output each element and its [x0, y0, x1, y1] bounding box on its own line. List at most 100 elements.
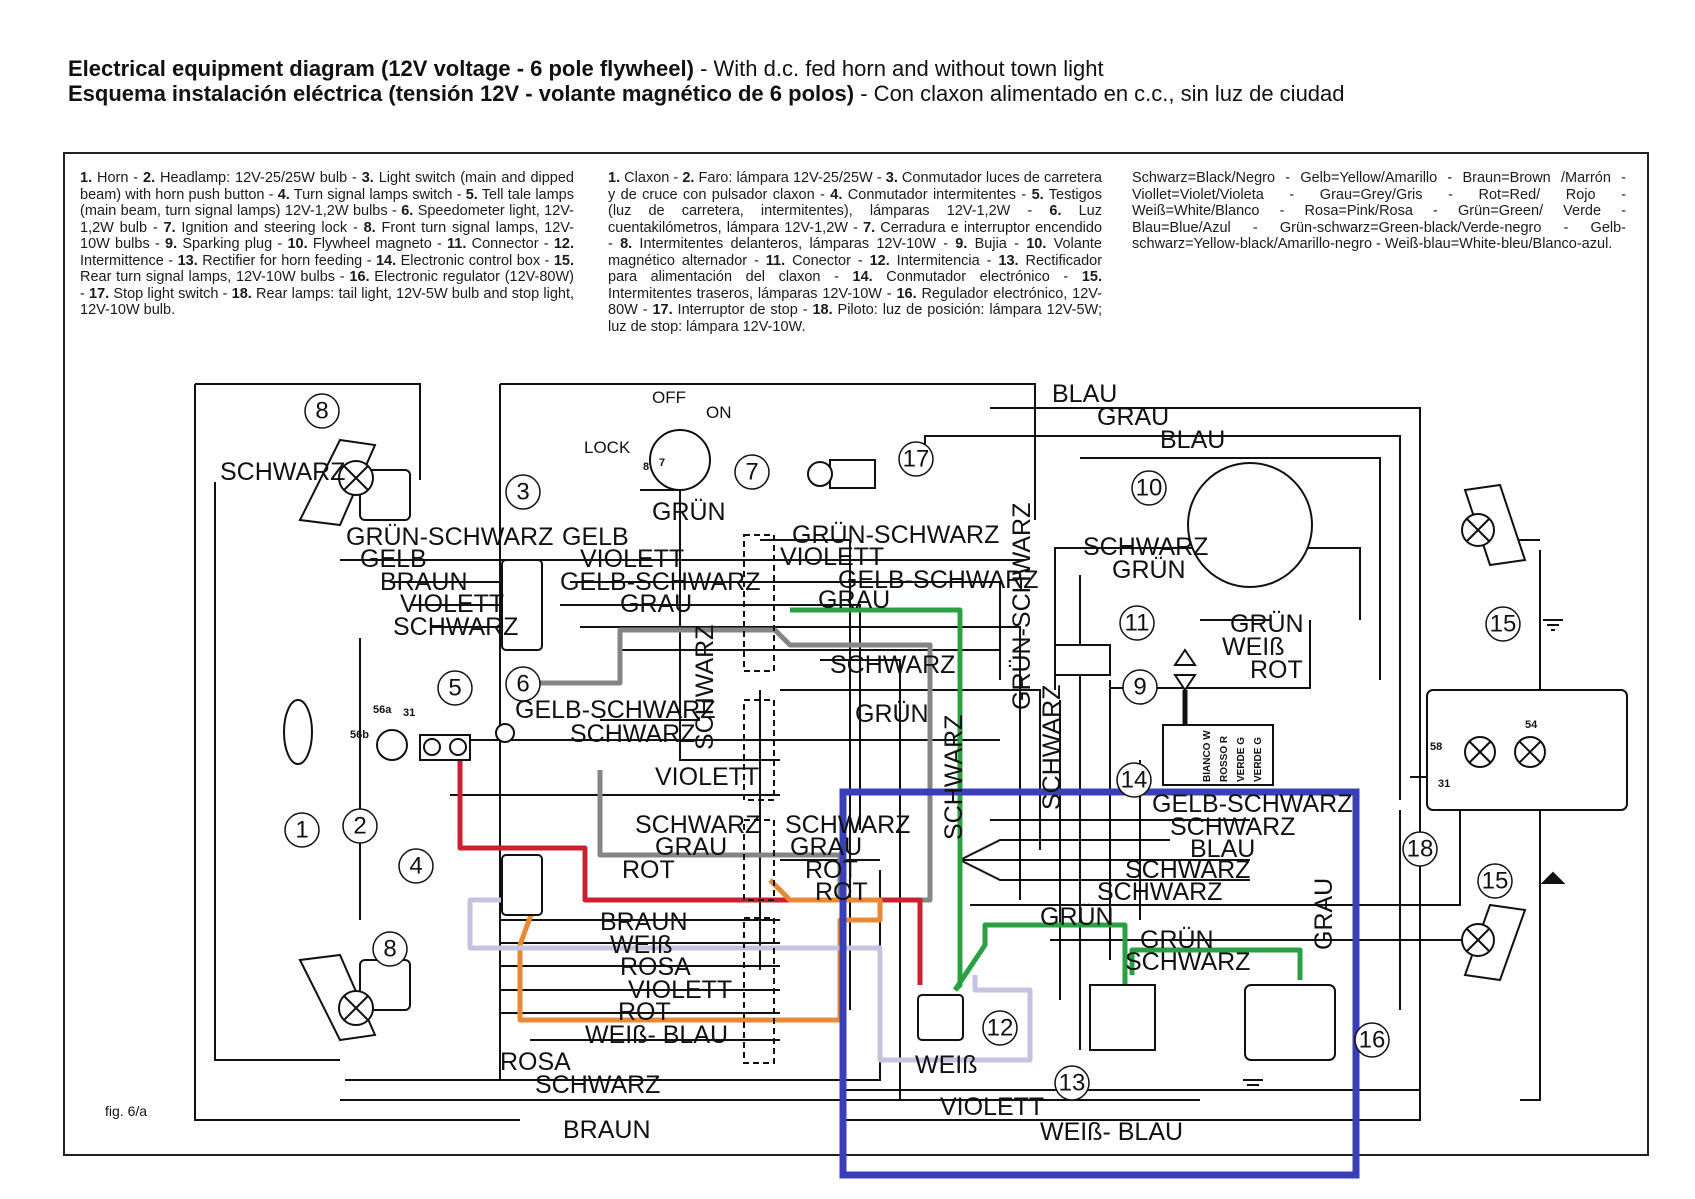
wire-label: GRAU	[655, 833, 727, 861]
legend-text: Testigos (luz de carretera, intermitente…	[608, 186, 1102, 220]
green-wire-3	[1129, 947, 1303, 980]
wire	[760, 539, 851, 1010]
green-wire-2	[952, 922, 1128, 992]
wire	[1110, 620, 1311, 689]
wire-label: BRAUN	[563, 1116, 651, 1144]
legend-number: 15.	[1081, 269, 1102, 285]
wire-label: GRÜN	[1140, 926, 1214, 954]
legend-number: 7.	[863, 219, 876, 236]
wire-label: WEIß- BLAU	[1040, 1118, 1183, 1146]
legend-text: Conector -	[785, 252, 870, 269]
legend-text: Faro: lámpara 12V-25/25W -	[694, 170, 886, 186]
callout-14: 14	[1116, 762, 1152, 798]
wire	[500, 383, 1036, 520]
legend-number: 1.	[80, 170, 93, 186]
legend-text: Conmutador electrónico -	[872, 269, 1082, 285]
wire	[840, 810, 1421, 1121]
legend-text: Intermitentes traseros, lámparas 12V-10W…	[608, 285, 897, 302]
wire-label: VIOLETT	[580, 545, 684, 573]
legend-number: 9.	[955, 236, 968, 252]
switch-lock-label: LOCK	[584, 438, 631, 457]
legend-text: Rectifier for horn feeding -	[197, 252, 376, 269]
callout-3: 3	[505, 474, 541, 510]
svg-text:6: 6	[516, 671, 529, 698]
wire-label: ROT	[622, 856, 675, 884]
control-box-pin-labels: BIANCO W ROSSO R VERDE G VERDE G	[1202, 730, 1264, 782]
legend-number: 3.	[361, 170, 374, 186]
legend-text: Intermitentes delanteros, lámparas 12V-1…	[632, 236, 956, 252]
svg-text:4: 4	[409, 853, 422, 880]
stop-switch	[829, 459, 876, 489]
flywheel-magneto	[1187, 462, 1313, 588]
callout-15a: 15	[1485, 606, 1521, 642]
svg-text:17: 17	[903, 446, 930, 473]
wire-label: GRAU	[818, 586, 890, 614]
wire-label: SCHWARZ	[535, 1071, 660, 1099]
wire-label: WEIß	[1222, 633, 1285, 661]
terminal-54-label: 54	[1525, 719, 1538, 731]
tell-tale-lamp	[449, 738, 467, 756]
svg-text:9: 9	[1133, 674, 1146, 701]
legend-text: Rectificador para alimentación del claxo…	[608, 252, 1103, 286]
legend-text: Tell tale lamps (main beam, turn signal …	[80, 186, 574, 220]
legend-number: 10.	[1026, 236, 1047, 252]
terminal-56b-label: 56b	[350, 729, 369, 741]
wire-label: GRAU	[790, 833, 862, 861]
terminal-31-label: 31	[403, 707, 415, 719]
legend-text: Bujia -	[967, 236, 1027, 252]
wire-label: VIOLETT	[400, 590, 504, 618]
legend-text: Conmutador luces de carretera y de cruce…	[608, 170, 1102, 203]
legend-text: Front turn signal lamps, 12V-10W bulbs -	[80, 219, 574, 253]
legend-text: Rear lamps: tail light, 12V-5W bulb and …	[80, 285, 575, 319]
figure-label: fig. 6/a	[105, 1103, 148, 1119]
legend-text: Electronic regulator (12V-80W) -	[80, 269, 575, 302]
callout-12: 12	[982, 1010, 1018, 1046]
wire-label: WEIß	[610, 931, 673, 959]
callout-16: 16	[1354, 1022, 1390, 1058]
control-box	[1162, 724, 1274, 786]
callout-9: 9	[1122, 669, 1158, 705]
legend-text: Volante magnético alternador -	[608, 236, 1102, 269]
legend-text: Interruptor de stop -	[672, 302, 813, 318]
callout-4: 4	[398, 848, 434, 884]
legend-text: Claxon -	[620, 170, 683, 186]
legend-number: 13.	[998, 252, 1019, 269]
wire	[214, 482, 340, 1061]
wire-label: GRÜN	[1040, 903, 1114, 931]
speedometer-lamp	[495, 723, 515, 743]
wire	[959, 839, 1170, 861]
wire-label: VIOLETT	[655, 763, 759, 791]
callout-11: 11	[1119, 605, 1155, 641]
legend-number: 7.	[163, 219, 176, 236]
legend-number: 11.	[765, 252, 786, 269]
diagram-frame	[63, 152, 1649, 1156]
wire-label: SCHWARZ	[940, 715, 968, 840]
wire-label: ROT	[805, 856, 858, 884]
legend-number: 10.	[287, 236, 308, 252]
legend-number: 8.	[363, 219, 376, 236]
horn	[283, 699, 313, 765]
wire-label: SCHWARZ	[830, 651, 955, 679]
wire-label: GRÜN	[1112, 556, 1186, 584]
wire-label: SCHWARZ	[1038, 685, 1066, 810]
wire-label: WEIß- BLAU	[585, 1021, 728, 1049]
wire	[570, 581, 1001, 680]
legend-number: 5.	[1031, 186, 1044, 203]
headlamp-bulb	[376, 729, 408, 761]
legend-number: 9.	[165, 236, 178, 252]
callout-10: 10	[1131, 470, 1167, 506]
callout-5: 5	[437, 670, 473, 706]
wire-label: VIOLETT	[940, 1093, 1044, 1121]
wire-label: ROT	[1250, 656, 1303, 684]
legend-text: Rear turn signal lamps, 12V-10W bulbs -	[80, 269, 350, 285]
lavender-wire	[467, 897, 1033, 1063]
svg-text:15: 15	[1482, 868, 1509, 895]
callout-1: 1	[284, 812, 320, 848]
title-spanish: Esquema instalación eléctrica (tensión 1…	[68, 81, 1345, 106]
regulator	[1244, 984, 1336, 1061]
callout-13: 13	[1054, 1065, 1090, 1101]
legend-number: 17.	[89, 285, 110, 302]
wire	[780, 689, 1041, 850]
wire	[195, 383, 421, 480]
svg-text:8: 8	[315, 398, 328, 425]
